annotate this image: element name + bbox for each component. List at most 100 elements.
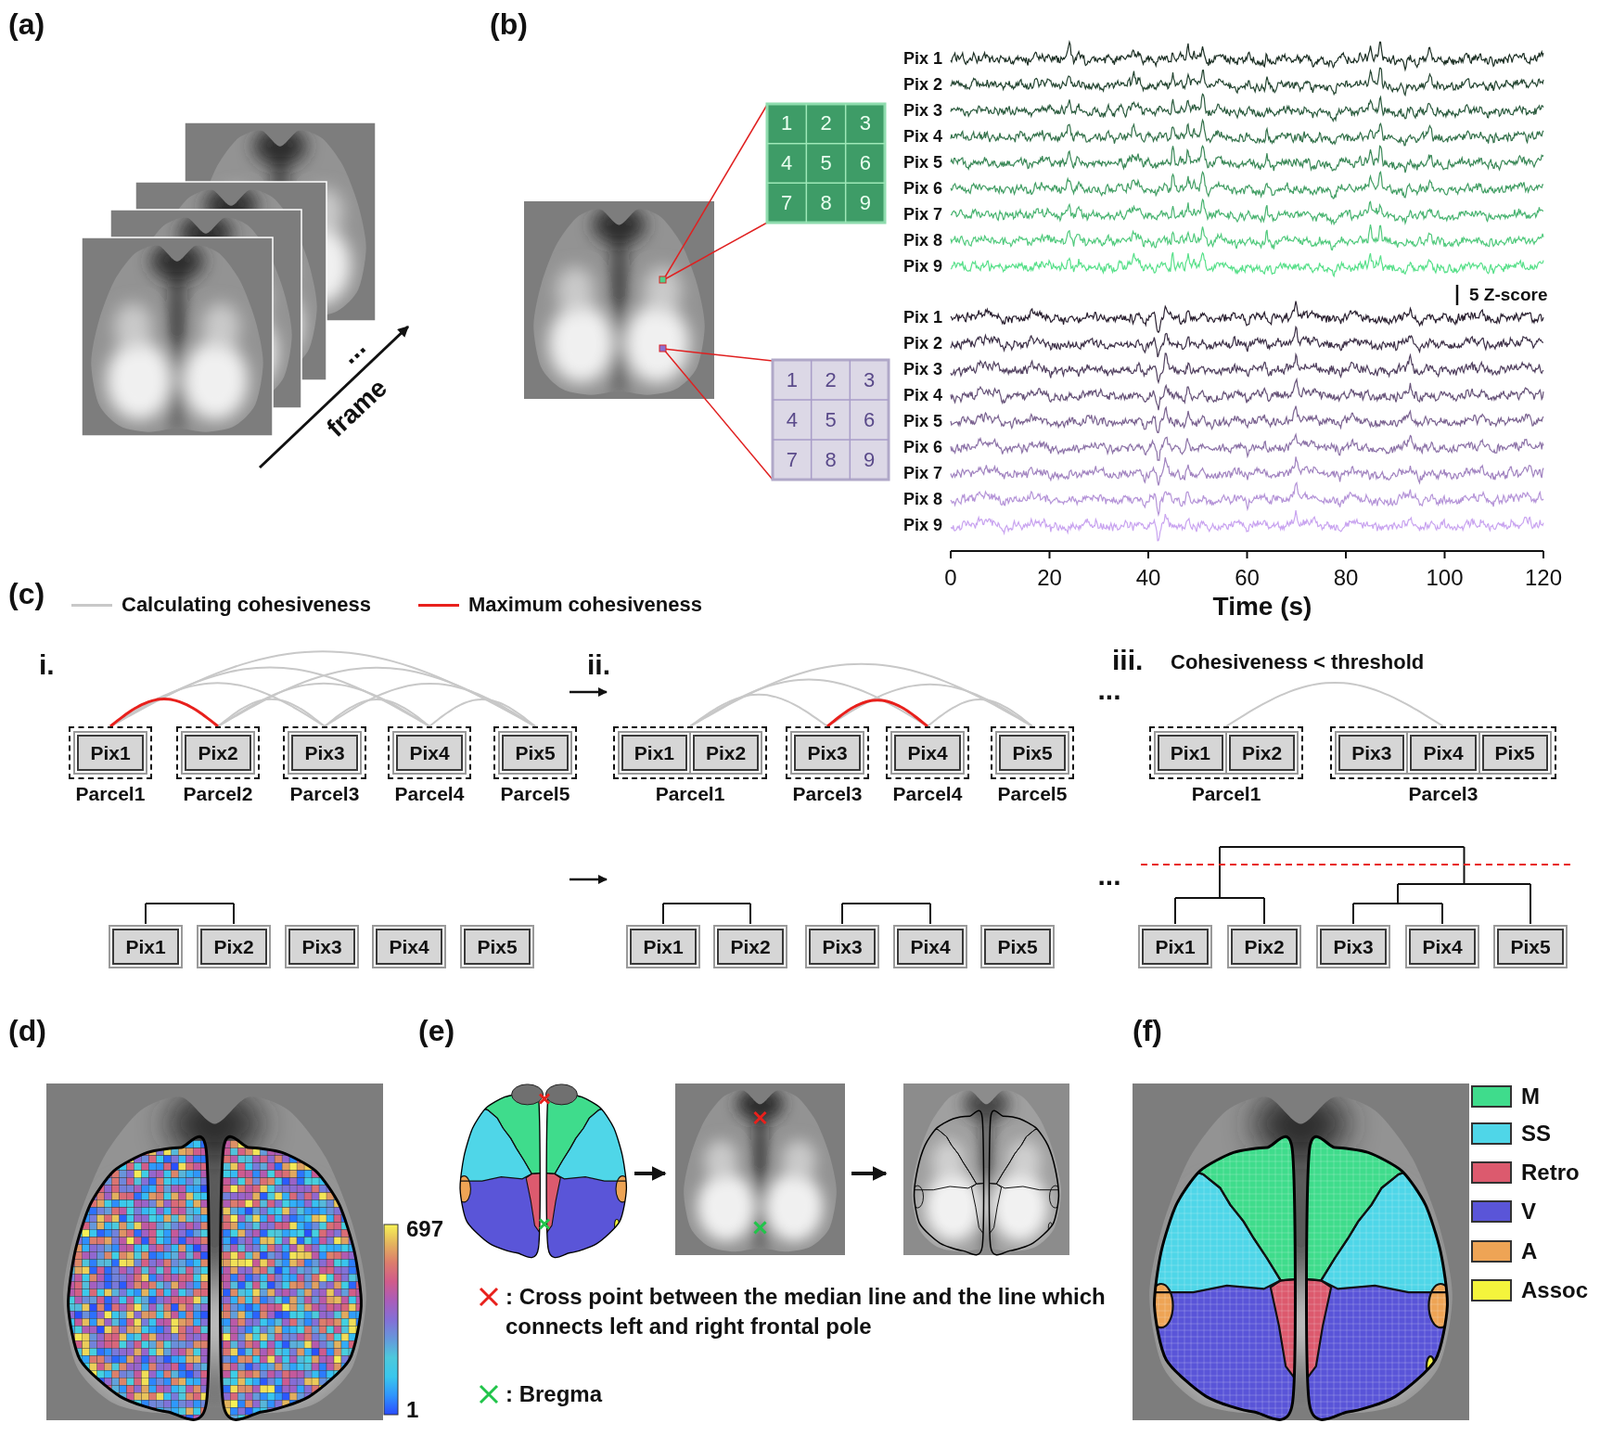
parcel-patch xyxy=(230,1258,238,1267)
colorbar xyxy=(384,1224,398,1415)
parcel-patch xyxy=(289,1347,297,1356)
parcel-patch xyxy=(163,1252,171,1268)
parcel-patch xyxy=(67,1392,90,1408)
parcel-patch xyxy=(126,1362,134,1370)
parcel-patch xyxy=(363,1414,379,1430)
parcel-patch xyxy=(237,1237,245,1245)
parcel-patch xyxy=(348,1414,364,1430)
parcel-patch xyxy=(230,1207,238,1216)
pixel-box: Pix2 xyxy=(1228,734,1295,771)
parcel-patch xyxy=(81,1163,97,1178)
parcel-patch xyxy=(274,1355,297,1370)
parcel-patch xyxy=(185,1332,193,1341)
parcel-patch xyxy=(192,1318,201,1326)
arrow xyxy=(569,691,607,694)
parcel-patch xyxy=(118,1244,134,1260)
line xyxy=(1174,897,1177,924)
parcel-patch xyxy=(371,1244,379,1253)
brain-image xyxy=(675,1083,845,1255)
parcel-patch xyxy=(319,1237,334,1245)
parcel-patch xyxy=(192,1177,216,1193)
parcel-patch xyxy=(230,1170,238,1178)
cohesiveness-arc xyxy=(827,684,1033,727)
parcel-patch xyxy=(319,1325,327,1333)
parcel-patch xyxy=(60,1392,68,1400)
parcel-patch xyxy=(148,1237,156,1245)
parcel-patch xyxy=(319,1355,327,1363)
parcel-patch xyxy=(185,1200,193,1208)
brain-image xyxy=(903,1083,1070,1255)
parcel-patch xyxy=(319,1362,327,1370)
parcel-patch xyxy=(363,1222,379,1230)
parcel-patch xyxy=(237,1170,245,1178)
parcel-patch xyxy=(89,1399,112,1408)
parcel-patch xyxy=(74,1170,90,1186)
parcel-patch xyxy=(348,1377,372,1385)
parcel-patch xyxy=(155,1155,164,1164)
intensity-blob xyxy=(167,380,188,436)
parcel-patch xyxy=(103,1414,119,1430)
parcel-patch xyxy=(333,1384,349,1393)
panel-label: (b) xyxy=(489,7,528,42)
parcel-patch xyxy=(230,1200,238,1216)
parcel-patch xyxy=(363,1310,372,1326)
parcel-patch xyxy=(230,1325,245,1333)
brain-image xyxy=(81,237,273,436)
parcel-patch xyxy=(222,1295,238,1304)
pixel-label: Pix4 xyxy=(1421,935,1462,958)
signal-trace xyxy=(950,353,1544,383)
parcel-patch xyxy=(244,1229,253,1238)
cross-mark xyxy=(755,1112,767,1124)
parcel-patch xyxy=(267,1362,275,1370)
parcel-patch xyxy=(111,1222,119,1238)
auditory-area xyxy=(457,1176,471,1203)
parcel-patch xyxy=(237,1340,245,1348)
parcel-patch xyxy=(363,1332,379,1348)
intensity xyxy=(89,1089,340,1421)
cortical-area xyxy=(903,1100,977,1191)
parcel-patch xyxy=(296,1355,305,1363)
parcel-patch xyxy=(74,1258,82,1267)
parcel-patch xyxy=(252,1163,260,1171)
parcel-patch xyxy=(67,1155,76,1164)
cortical-area xyxy=(476,1075,544,1175)
parcel-patch xyxy=(230,1192,238,1201)
intensity-blob xyxy=(697,1172,756,1242)
parcel-patch xyxy=(371,1377,379,1393)
parcel-patch xyxy=(163,1414,179,1430)
parcel-patch xyxy=(244,1237,260,1245)
parcel-patch xyxy=(252,1347,260,1356)
parcel-patch xyxy=(252,1266,260,1274)
parcel-patch xyxy=(96,1148,104,1156)
parcel-patch xyxy=(163,1303,171,1311)
parcel-patch xyxy=(356,1163,364,1171)
parcel-patch xyxy=(74,1140,90,1149)
line xyxy=(1140,863,1573,866)
intensity-blob xyxy=(114,303,153,351)
parcel-patch xyxy=(237,1295,253,1311)
parcel-patch xyxy=(296,1177,305,1186)
intensity-blob xyxy=(765,1172,823,1242)
parcel-patch xyxy=(230,1295,238,1304)
parcel-patch xyxy=(371,1318,379,1326)
line xyxy=(1456,284,1460,306)
parcel-patch xyxy=(348,1303,357,1311)
parcel-patch xyxy=(348,1407,364,1422)
parcel-patch xyxy=(267,1399,275,1408)
parcel-patch xyxy=(155,1140,171,1149)
parcel-patch xyxy=(60,1362,76,1370)
parcel-patch xyxy=(103,1222,112,1230)
parcel-patch xyxy=(333,1399,342,1415)
parcel-patch xyxy=(81,1295,97,1304)
tissue xyxy=(46,1083,384,1421)
parcel-patch xyxy=(185,1207,193,1216)
parcel-patch xyxy=(363,1355,379,1370)
parcel-patch xyxy=(371,1310,379,1319)
parcel-patch xyxy=(67,1163,76,1178)
arrow xyxy=(851,1171,886,1176)
parcel-patch xyxy=(155,1266,179,1274)
parcel-patch xyxy=(207,1140,231,1156)
parcel-patch xyxy=(155,1399,171,1408)
